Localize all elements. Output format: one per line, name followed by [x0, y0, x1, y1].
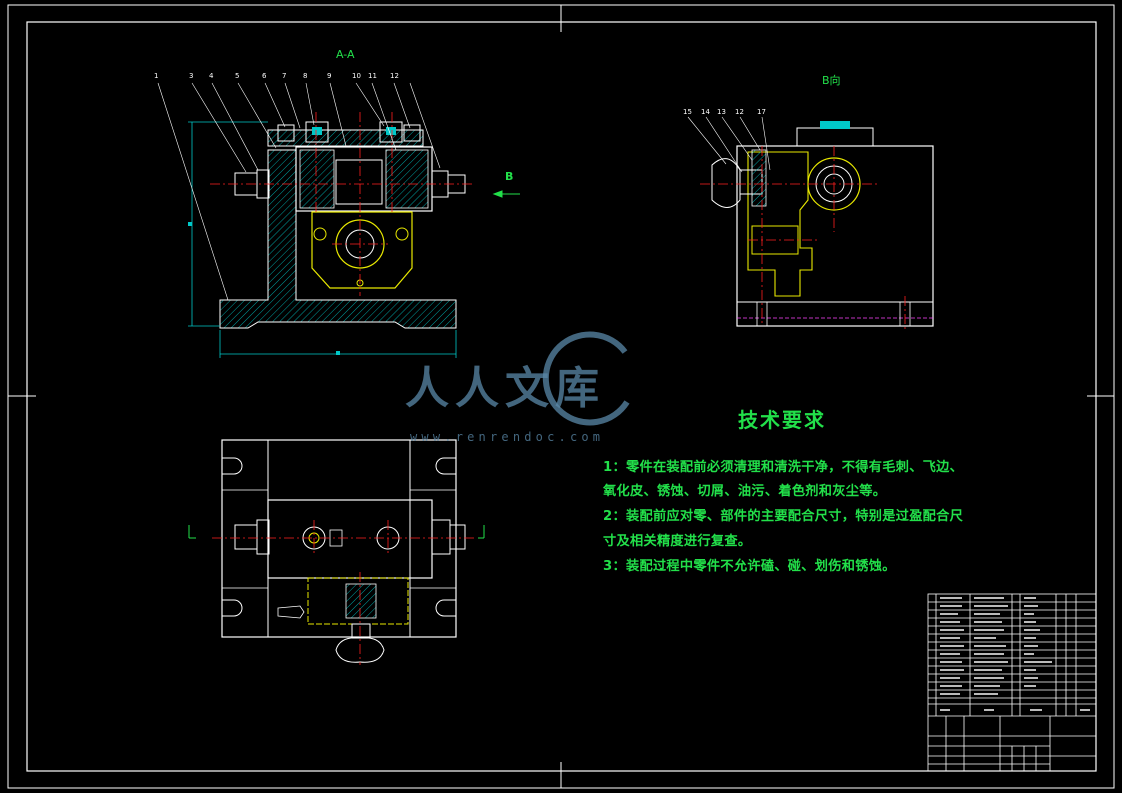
part-number: 15 [683, 108, 692, 116]
part-number: 10 [352, 72, 361, 80]
view-b [687, 116, 934, 330]
part-number: 14 [701, 108, 710, 116]
watermark-url: www.renrendoc.com [410, 430, 605, 444]
fixture-base [219, 149, 457, 329]
part-number: 5 [235, 72, 240, 80]
tech-requirement-line: 2：装配前应对零、部件的主要配合尺寸，特别是过盈配合尺 [603, 509, 964, 524]
tech-requirements-title: 技术要求 [738, 408, 826, 432]
workpiece [311, 211, 413, 289]
part-number: 6 [262, 72, 267, 80]
part-number: 12 [735, 108, 744, 116]
plan-view [188, 439, 485, 665]
tech-requirement-line: 3：装配过程中零件不允许磕、碰、划伤和锈蚀。 [603, 559, 896, 574]
part-number: 3 [189, 72, 194, 80]
part-number: 7 [282, 72, 287, 80]
part-number: 4 [209, 72, 214, 80]
tech-requirement-line: 氧化皮、锈蚀、切屑、油污、着色剂和灰尘等。 [603, 484, 887, 499]
part-number: 17 [757, 108, 766, 116]
title-block-text-marks [940, 597, 1090, 711]
tech-requirement-line: 寸及相关精度进行复查。 [603, 534, 752, 549]
centering-marks [8, 5, 1114, 788]
direction-label-b: B向 [822, 74, 841, 87]
part-number: 12 [390, 72, 399, 80]
part-number: 13 [717, 108, 726, 116]
watermark-circle-icon [542, 331, 630, 426]
part-number: 8 [303, 72, 308, 80]
tech-requirement-line: 1：零件在装配前必须清理和清洗干净，不得有毛刺、飞边、 [603, 460, 964, 475]
part-number: 11 [368, 72, 377, 80]
section-view-a-a [157, 82, 520, 358]
part-number: 9 [327, 72, 332, 80]
arrow-label-b: B [505, 170, 514, 183]
watermark: 人人文库 www.renrendoc.com [405, 322, 705, 444]
part-number: 1 [154, 72, 159, 80]
watermark-text: 人人文库 [405, 363, 605, 414]
title-block [927, 593, 1097, 772]
section-label-a-a: A-A [336, 48, 355, 61]
